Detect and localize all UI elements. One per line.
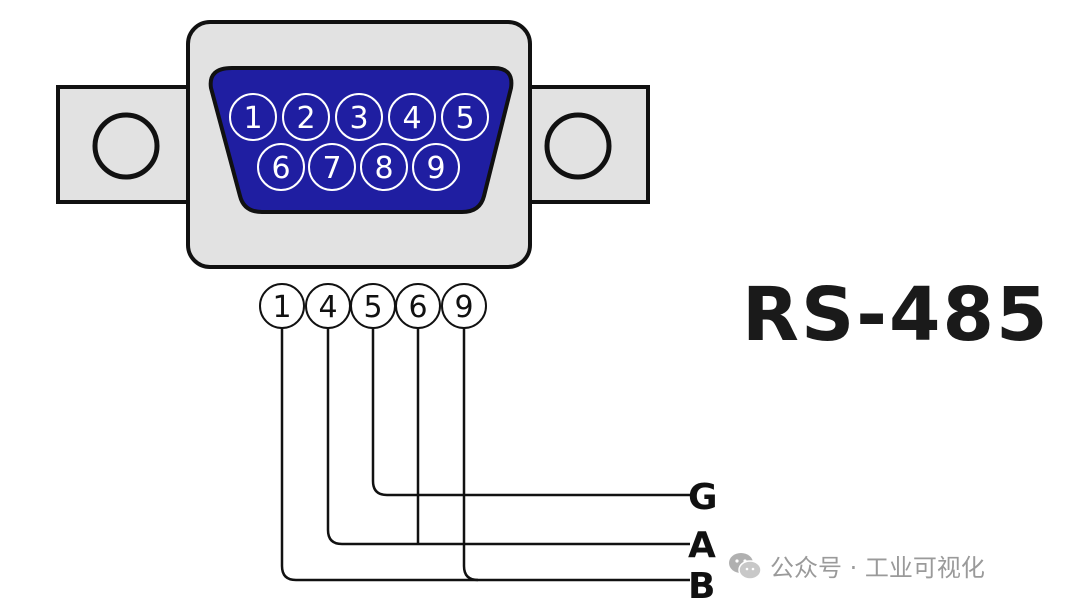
wiring-pin-9: 9 bbox=[441, 283, 487, 329]
connector-pin-3: 3 bbox=[335, 93, 383, 141]
connector-pin-9: 9 bbox=[412, 143, 460, 191]
wiring-pin-6: 6 bbox=[395, 283, 441, 329]
signal-label-a: A bbox=[688, 525, 716, 566]
connector-pin-5: 5 bbox=[441, 93, 489, 141]
wire-pin-5-to-g bbox=[371, 327, 690, 497]
wiring-pin-5-label: 5 bbox=[363, 290, 382, 325]
connector-pin-4-label: 4 bbox=[402, 101, 421, 136]
connector-pin-1-label: 1 bbox=[243, 101, 262, 136]
connector-pin-2: 2 bbox=[282, 93, 330, 141]
wiring-pin-4-label: 4 bbox=[318, 290, 337, 325]
connector-pin-3-label: 3 bbox=[349, 101, 368, 136]
connector-pin-6: 6 bbox=[257, 143, 305, 191]
connector-pin-7-circle bbox=[308, 143, 356, 191]
connector-pin-4-circle bbox=[388, 93, 436, 141]
connector-pin-1-circle bbox=[229, 93, 277, 141]
connector-pin-9-label: 9 bbox=[426, 151, 445, 186]
wiring-pin-1-label: 1 bbox=[272, 290, 291, 325]
wiring-pin-6-label: 6 bbox=[408, 290, 427, 325]
connector-pin-8-label: 8 bbox=[374, 151, 393, 186]
connector-pin-6-label: 6 bbox=[271, 151, 290, 186]
wiring-pin-1: 1 bbox=[259, 283, 305, 329]
wire-pin-1-to-b bbox=[280, 327, 690, 582]
wire-pin-4-to-a bbox=[326, 327, 690, 546]
signal-label-b: B bbox=[688, 566, 715, 607]
wiring-pin-1-circle bbox=[259, 283, 305, 329]
connector-pin-9-circle bbox=[412, 143, 460, 191]
wiring-pin-5: 5 bbox=[350, 283, 396, 329]
wiring-pin-9-circle bbox=[441, 283, 487, 329]
signal-label-g: G bbox=[688, 477, 718, 518]
connector-pin-7-label: 7 bbox=[322, 151, 341, 186]
right-mount-hole bbox=[544, 112, 612, 180]
connector-pin-8: 8 bbox=[360, 143, 408, 191]
connector-pin-2-label: 2 bbox=[296, 101, 315, 136]
watermark-text: 公众号 · 工业可视化 bbox=[770, 554, 985, 582]
wiring-pin-4: 4 bbox=[305, 283, 351, 329]
wiring-pin-6-circle bbox=[395, 283, 441, 329]
wechat-icon bbox=[729, 552, 762, 580]
connector-pin-5-circle bbox=[441, 93, 489, 141]
connector-pin-8-circle bbox=[360, 143, 408, 191]
connector-pin-7: 7 bbox=[308, 143, 356, 191]
connector-pin-6-circle bbox=[257, 143, 305, 191]
wire-pin-9-to-b bbox=[462, 327, 479, 582]
standard-title: RS-485 bbox=[742, 272, 1050, 358]
left-mount-hole bbox=[92, 112, 160, 180]
connector-pin-4: 4 bbox=[388, 93, 436, 141]
watermark: 公众号 · 工业可视化 bbox=[728, 548, 985, 583]
connector-pin-1: 1 bbox=[229, 93, 277, 141]
connector-pin-3-circle bbox=[335, 93, 383, 141]
connector-pin-2-circle bbox=[282, 93, 330, 141]
wiring bbox=[280, 327, 690, 582]
wiring-pin-9-label: 9 bbox=[454, 290, 473, 325]
connector-pin-5-label: 5 bbox=[455, 101, 474, 136]
